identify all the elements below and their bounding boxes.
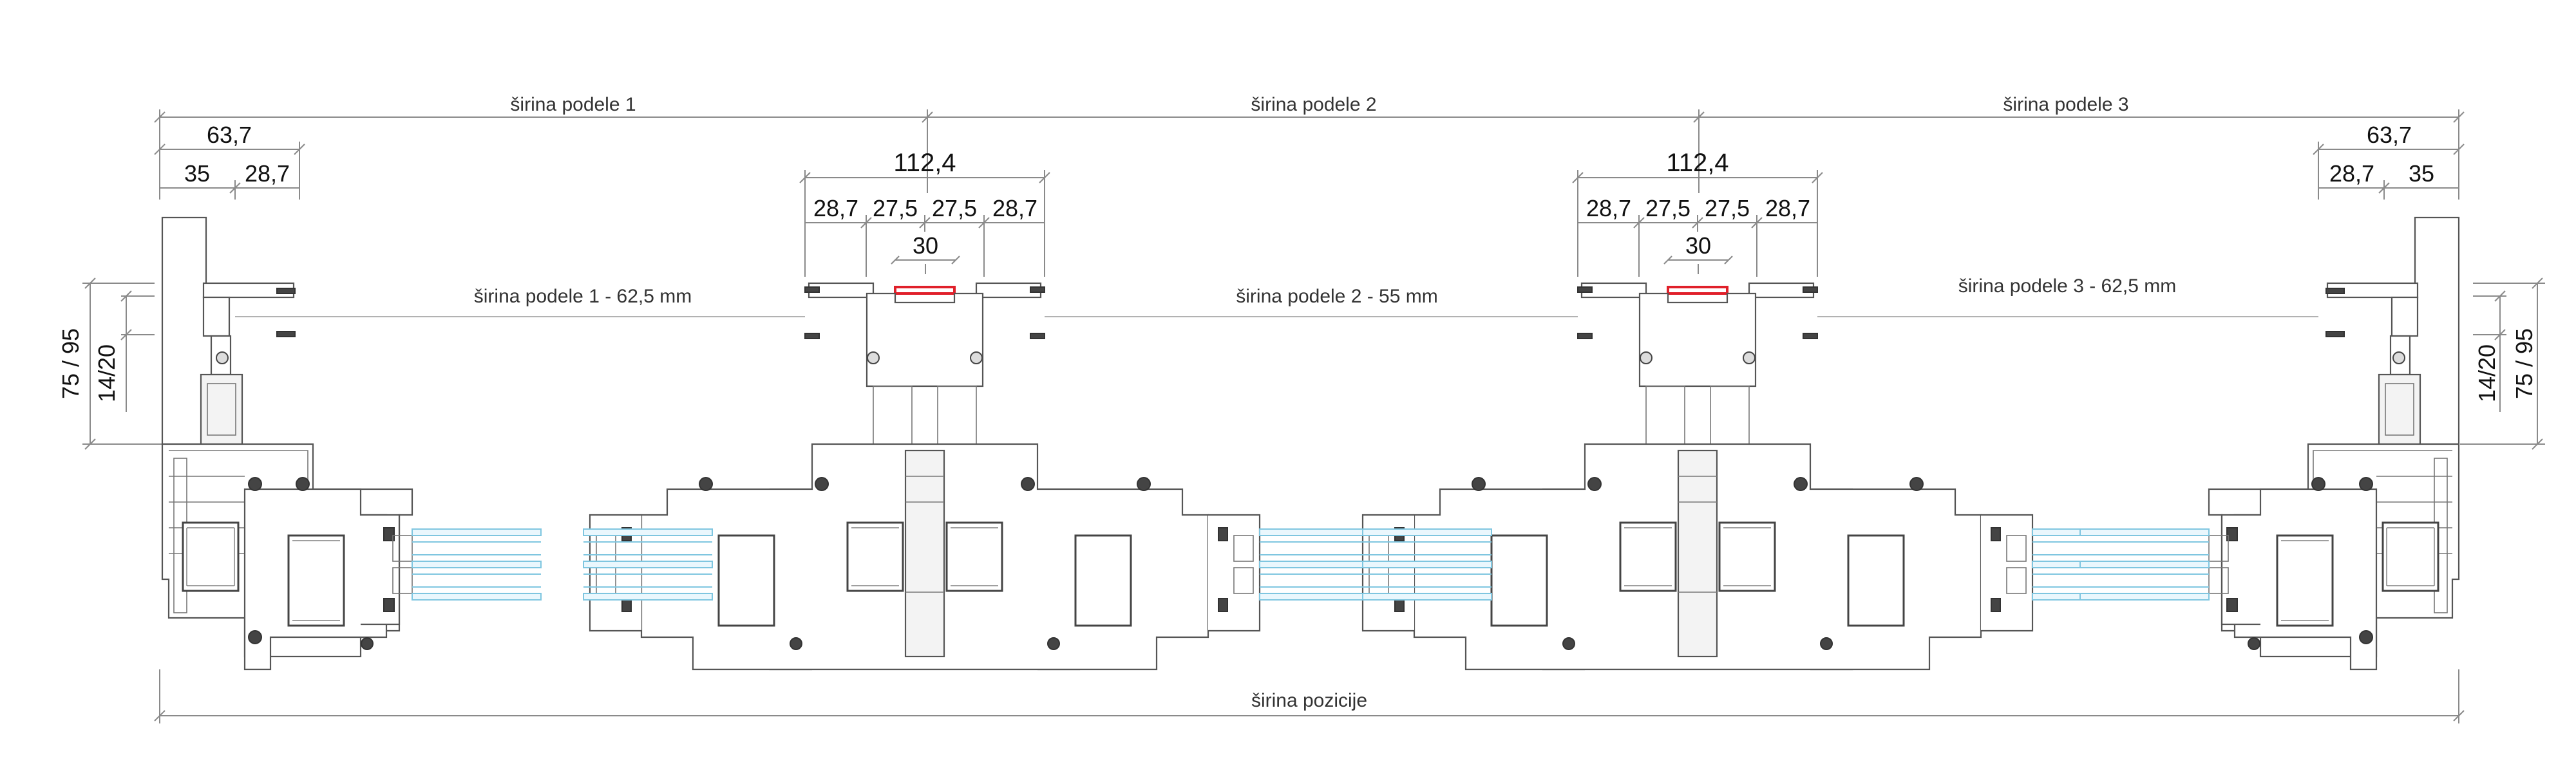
right-frame-dimensions: 63,7 28,7 35 [2313,122,2465,200]
mullion-2-dimensions: 112,4 28,7 27,5 27,5 28,7 30 [1572,149,1823,277]
left-total-dim: 63,7 [207,122,252,148]
left-a-dim: 35 [184,160,210,187]
left-b-dim: 28,7 [245,160,290,187]
glass-unit-3-right [2079,528,2210,601]
right-total-dim: 63,7 [2367,122,2412,148]
inner-width-3-label: širina podele 3 - 62,5 mm [1958,275,2177,297]
mullion-2-part-3: 27,5 [1705,195,1750,221]
glass-unit-1-left [412,528,542,601]
width-section-2-label: širina podele 2 [1251,94,1376,115]
bottom-dimension: širina pozicije [154,669,2465,723]
mullion-1-dimensions: 112,4 28,7 27,5 27,5 28,7 30 [799,149,1050,277]
mullion-2-section [1361,282,2034,671]
width-position-label: širina pozicije [1251,690,1367,711]
left-height-inner: 14/20 [93,344,120,402]
right-a-dim: 28,7 [2329,160,2374,187]
right-height-outer: 75 / 95 [2511,328,2537,399]
width-section-3-label: širina podele 3 [2003,94,2128,115]
inner-width-1-label: širina podele 1 - 62,5 mm [474,286,692,307]
left-height-dimensions: 75 / 95 14/20 [57,277,167,450]
inner-width-2-label: širina podele 2 - 55 mm [1236,286,1437,307]
inner-width-lines: širina podele 1 - 62,5 mm širina podele … [235,275,2318,317]
mullion-1-part-2: 27,5 [873,195,918,221]
top-dimension-chain: širina podele 1 širina podele 2 širina p… [154,94,2465,200]
mullion-1-part-1: 28,7 [813,195,858,221]
right-height-dimensions: 75 / 95 14/20 [2460,277,2545,450]
left-height-outer: 75 / 95 [57,328,84,399]
mullion-1-section [589,282,1261,671]
left-frame-dimensions: 63,7 35 28,7 [154,122,305,200]
width-section-1-label: širina podele 1 [510,94,636,115]
mullion-1-total-dim: 112,4 [893,149,956,177]
mullion-2-total-dim: 112,4 [1666,149,1728,177]
mullion-1-center-dim: 30 [913,232,938,259]
mullion-2-part-2: 27,5 [1645,195,1690,221]
right-b-dim: 35 [2409,160,2434,187]
wall-left [161,216,207,445]
mullion-2-part-1: 28,7 [1586,195,1631,221]
mullion-1-part-4: 28,7 [992,195,1037,221]
mullion-2-center-dim: 30 [1685,232,1711,259]
mullion-2-part-4: 28,7 [1765,195,1810,221]
wall-right [2414,216,2460,445]
right-height-inner: 14/20 [2474,344,2500,402]
mullion-1-part-3: 27,5 [932,195,977,221]
